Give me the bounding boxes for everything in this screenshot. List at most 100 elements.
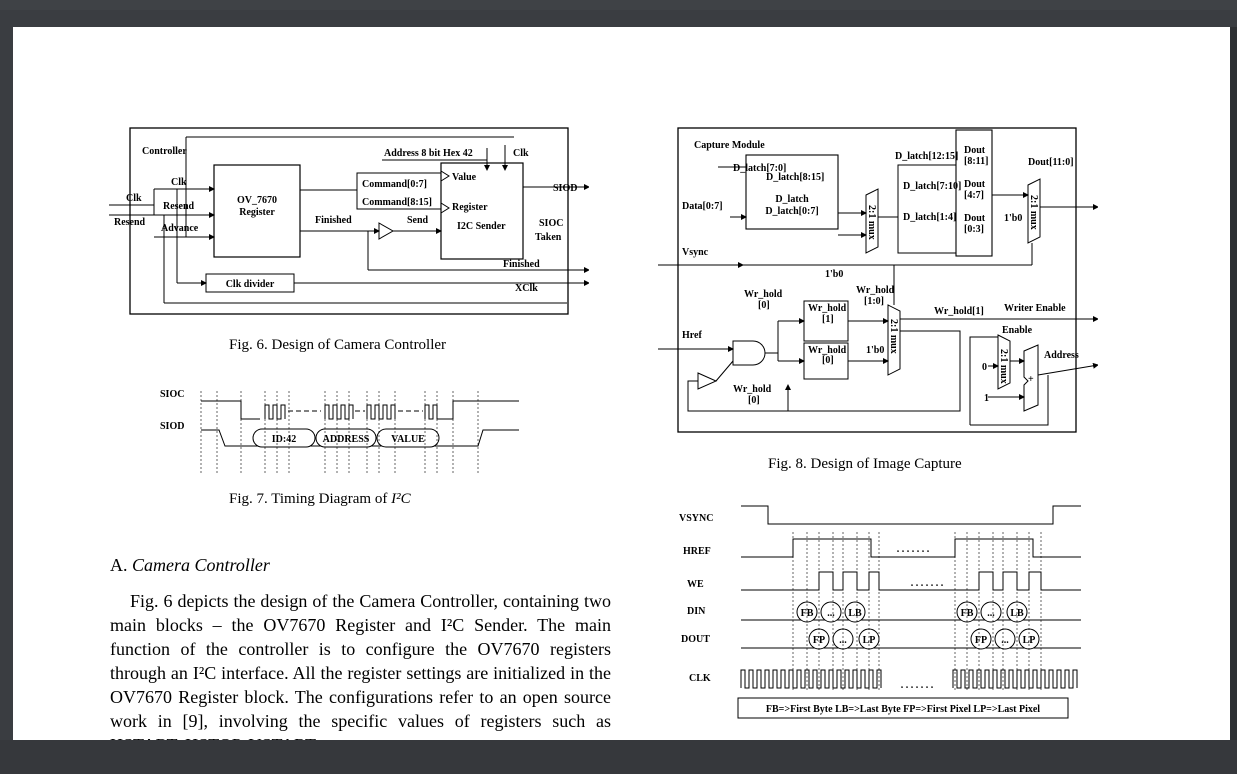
fig9-legend: FB=>First Byte LB=>Last Byte FP=>First P… — [766, 704, 1040, 715]
fig9-vsync-label: VSYNC — [679, 513, 713, 524]
sioc-label: SIOC — [539, 218, 563, 229]
dout-8-11: [8:11] — [964, 156, 988, 167]
wr-hold-label-4: Wr_hold — [856, 285, 895, 296]
dout-label-2: Dout — [964, 179, 986, 190]
send-label: Send — [407, 215, 429, 226]
d-latch-7-10-label: D_latch[7:10] — [903, 181, 961, 192]
data-input-label: Data[0:7] — [682, 201, 723, 212]
clk-input-label: Clk — [126, 193, 142, 204]
adder-plus: + — [1028, 374, 1034, 385]
fig6-caption: Fig. 6. Design of Camera Controller — [229, 337, 447, 353]
command-0-7: Command[0:7] — [362, 179, 427, 190]
d-latch-1-4-label: D_latch[1:4] — [903, 212, 956, 223]
dout-11-0-output: Dout[11:0] — [1028, 157, 1074, 168]
fig7-i2c-timing-diagram: SIOC SIOD ID:42 ADDRESS VALUE — [160, 389, 519, 473]
fig9-we-label: WE — [687, 579, 704, 590]
dout-0-3: [0:3] — [964, 224, 984, 235]
wr-hold-label-2: Wr_hold — [808, 303, 847, 314]
lb-1: LB — [848, 608, 862, 619]
dout-label-3: Dout — [964, 213, 986, 224]
dout-dots-2: ... — [1001, 635, 1009, 646]
command-8-15: Command[8:15] — [362, 197, 432, 208]
dout-4-7: [4:7] — [964, 190, 984, 201]
dout-label-1: Dout — [964, 145, 986, 156]
fig9-href-label: HREF — [683, 546, 711, 557]
mux-input-zero: 0 — [982, 362, 987, 373]
resend-input-label: Resend — [114, 217, 146, 228]
d-latch-8-15-label: D_latch[8:15] — [766, 172, 824, 183]
b0-label-1: 1'b0 — [825, 269, 843, 280]
fig9-dout-label: DOUT — [681, 634, 710, 645]
fig8-image-capture-diagram: Capture Module D_latch[7:0] D_latch[8:15… — [658, 127, 1098, 433]
enable-label: Enable — [1002, 325, 1033, 336]
wr-hold-label-1: Wr_hold — [744, 289, 783, 300]
section-title: Camera Controller — [132, 555, 270, 575]
b0-label-2: 1'b0 — [1004, 213, 1022, 224]
vsync-label: Vsync — [682, 247, 709, 258]
wr-hold-1-label: Wr_hold[1] — [934, 306, 984, 317]
capture-module-label: Capture Module — [694, 140, 765, 151]
d-latch-12-15-label: D_latch[12:15] — [895, 151, 958, 162]
clk2-label: Clk — [513, 148, 529, 159]
fig7-caption: Fig. 7. Timing Diagram of I²C — [229, 491, 411, 508]
wr-hold-label-3: Wr_hold — [808, 345, 847, 356]
fig6-camera-controller-diagram: Controller Clk Resend Clk Resend Advance… — [109, 127, 589, 315]
advance-label: Advance — [161, 223, 199, 234]
id-42-segment: ID:42 — [272, 434, 296, 445]
writer-enable-label: Writer Enable — [1004, 303, 1066, 314]
taken-label: Taken — [535, 232, 562, 243]
finished-label: Finished — [315, 215, 352, 226]
address-segment: ADDRESS — [323, 434, 370, 445]
wr-hold-idx-0-b: [0] — [822, 355, 834, 366]
wr-hold-label-5: Wr_hold — [733, 384, 772, 395]
wr-hold-idx-1-0: [1:0] — [864, 296, 884, 307]
we-ellipsis: . . . . . . . — [911, 578, 944, 589]
b0-label-3: 1'b0 — [866, 345, 884, 356]
section-number: A. — [110, 555, 128, 575]
clk-ellipsis: . . . . . . . — [901, 680, 934, 691]
adder-input-one: 1 — [984, 393, 989, 404]
ov7670-title: OV_7670 — [237, 195, 277, 206]
address-label: Address 8 bit Hex 42 — [384, 148, 473, 159]
clk-label: Clk — [171, 177, 187, 188]
href-ellipsis: . . . . . . . — [897, 544, 930, 555]
href-label: Href — [682, 330, 702, 341]
fig7-caption-text: Fig. 7. Timing Diagram of — [229, 491, 392, 507]
section-paragraph: Fig. 6 depicts the design of the Camera … — [110, 591, 611, 740]
paper-page: Controller Clk Resend Clk Resend Advance… — [13, 27, 1230, 740]
fig7-caption-math: I²C — [391, 491, 411, 507]
siod-label: SIOD — [553, 183, 577, 194]
i2c-sender-label: I2C Sender — [457, 221, 506, 232]
wr-hold-idx-1: [1] — [822, 314, 834, 325]
fig9-din-label: DIN — [687, 606, 706, 617]
mux-2-label: 2:1 mux — [1028, 195, 1039, 230]
section-heading: A. Camera Controller — [110, 555, 270, 576]
window-top-bar — [0, 0, 1237, 10]
mux-4-label: 2:1 mux — [998, 349, 1009, 384]
controller-label: Controller — [142, 146, 187, 157]
d-latch-0-7-label: D_latch[0:7] — [765, 206, 818, 217]
d-latch-label: D_latch — [775, 194, 809, 205]
window-bottom-bar — [0, 740, 1237, 774]
d-latch-7-0-label: D_latch[7:0] — [733, 163, 786, 174]
register-label: Register — [452, 202, 488, 213]
din-dots-1: ... — [827, 608, 835, 619]
fp-2: FP — [975, 635, 987, 646]
fig8-caption: Fig. 8. Design of Image Capture — [768, 456, 962, 472]
fig9-image-capture-timing: VSYNC HREF WE DIN DOUT CLK FB ... LB FB … — [679, 505, 1081, 719]
page-right-edge — [1230, 27, 1237, 740]
value-label: Value — [452, 172, 477, 183]
value-segment: VALUE — [391, 434, 425, 445]
wr-hold-idx-0-a: [0] — [758, 300, 770, 311]
clk-divider-label: Clk divider — [226, 279, 275, 290]
address-output-label: Address — [1044, 350, 1079, 361]
xclk-label: XClk — [515, 283, 538, 294]
wr-hold-idx-0-c: [0] — [748, 395, 760, 406]
mux-1-label: 2:1 mux — [866, 205, 877, 240]
fig7-siod-label: SIOD — [160, 421, 184, 432]
ov7670-subtitle: Register — [239, 207, 275, 218]
fig9-clk-label: CLK — [689, 673, 711, 684]
resend-label: Resend — [163, 201, 195, 212]
mux-3-label: 2:1 mux — [888, 319, 899, 354]
din-dots-2: ... — [987, 608, 995, 619]
